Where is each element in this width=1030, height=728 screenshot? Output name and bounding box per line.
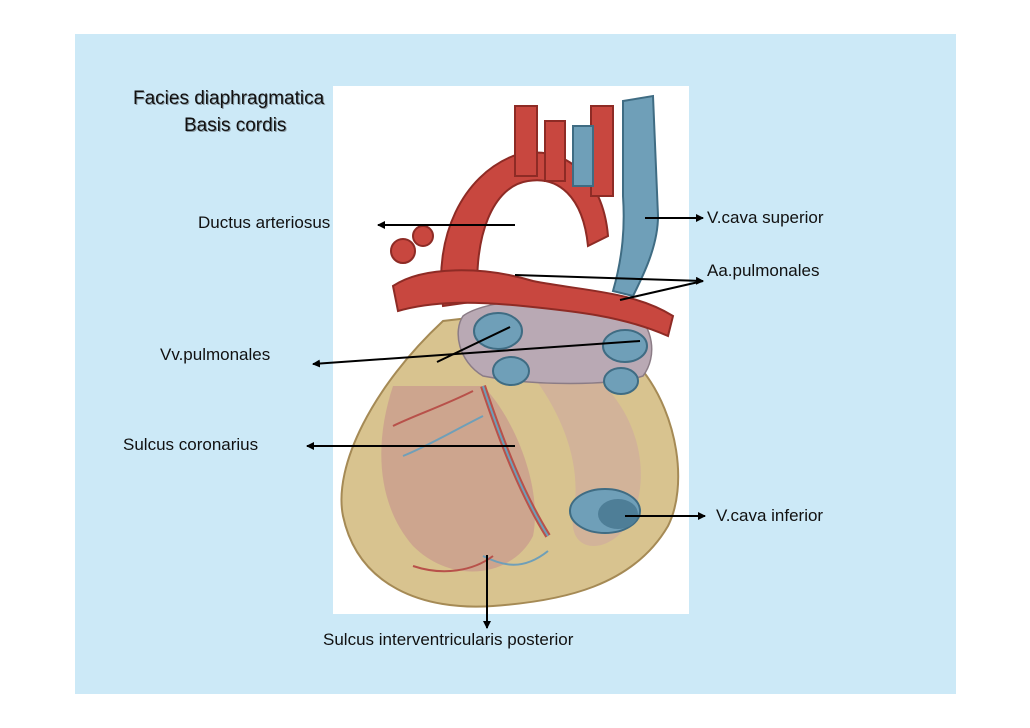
- arrow-aa-pulmonales-1: [514, 274, 704, 285]
- arrow-vv-pulmonales-2: [312, 340, 641, 368]
- label-vv-pulmonales: Vv.pulmonales: [160, 345, 271, 364]
- label-ductus-arteriosus: Ductus arteriosus: [198, 213, 331, 232]
- title-line-1: Facies diaphragmatica: [133, 88, 325, 109]
- title-line-2: Basis cordis: [184, 115, 287, 136]
- arrow-vv-pulmonales-1: [436, 326, 511, 363]
- heart-drawing: [340, 94, 680, 608]
- label-sulcus-coronarius: Sulcus coronarius: [123, 435, 259, 454]
- arrow-aa-pulmonales-2: [619, 280, 704, 301]
- label-vcava-superior: V.cava superior: [707, 208, 824, 227]
- label-aa-pulmonales: Aa.pulmonales: [707, 261, 820, 280]
- label-sulcus-interventricularis-posterior: Sulcus interventricularis posterior: [323, 630, 574, 649]
- label-vcava-inferior: V.cava inferior: [716, 506, 824, 525]
- heart-illustration: [333, 86, 689, 614]
